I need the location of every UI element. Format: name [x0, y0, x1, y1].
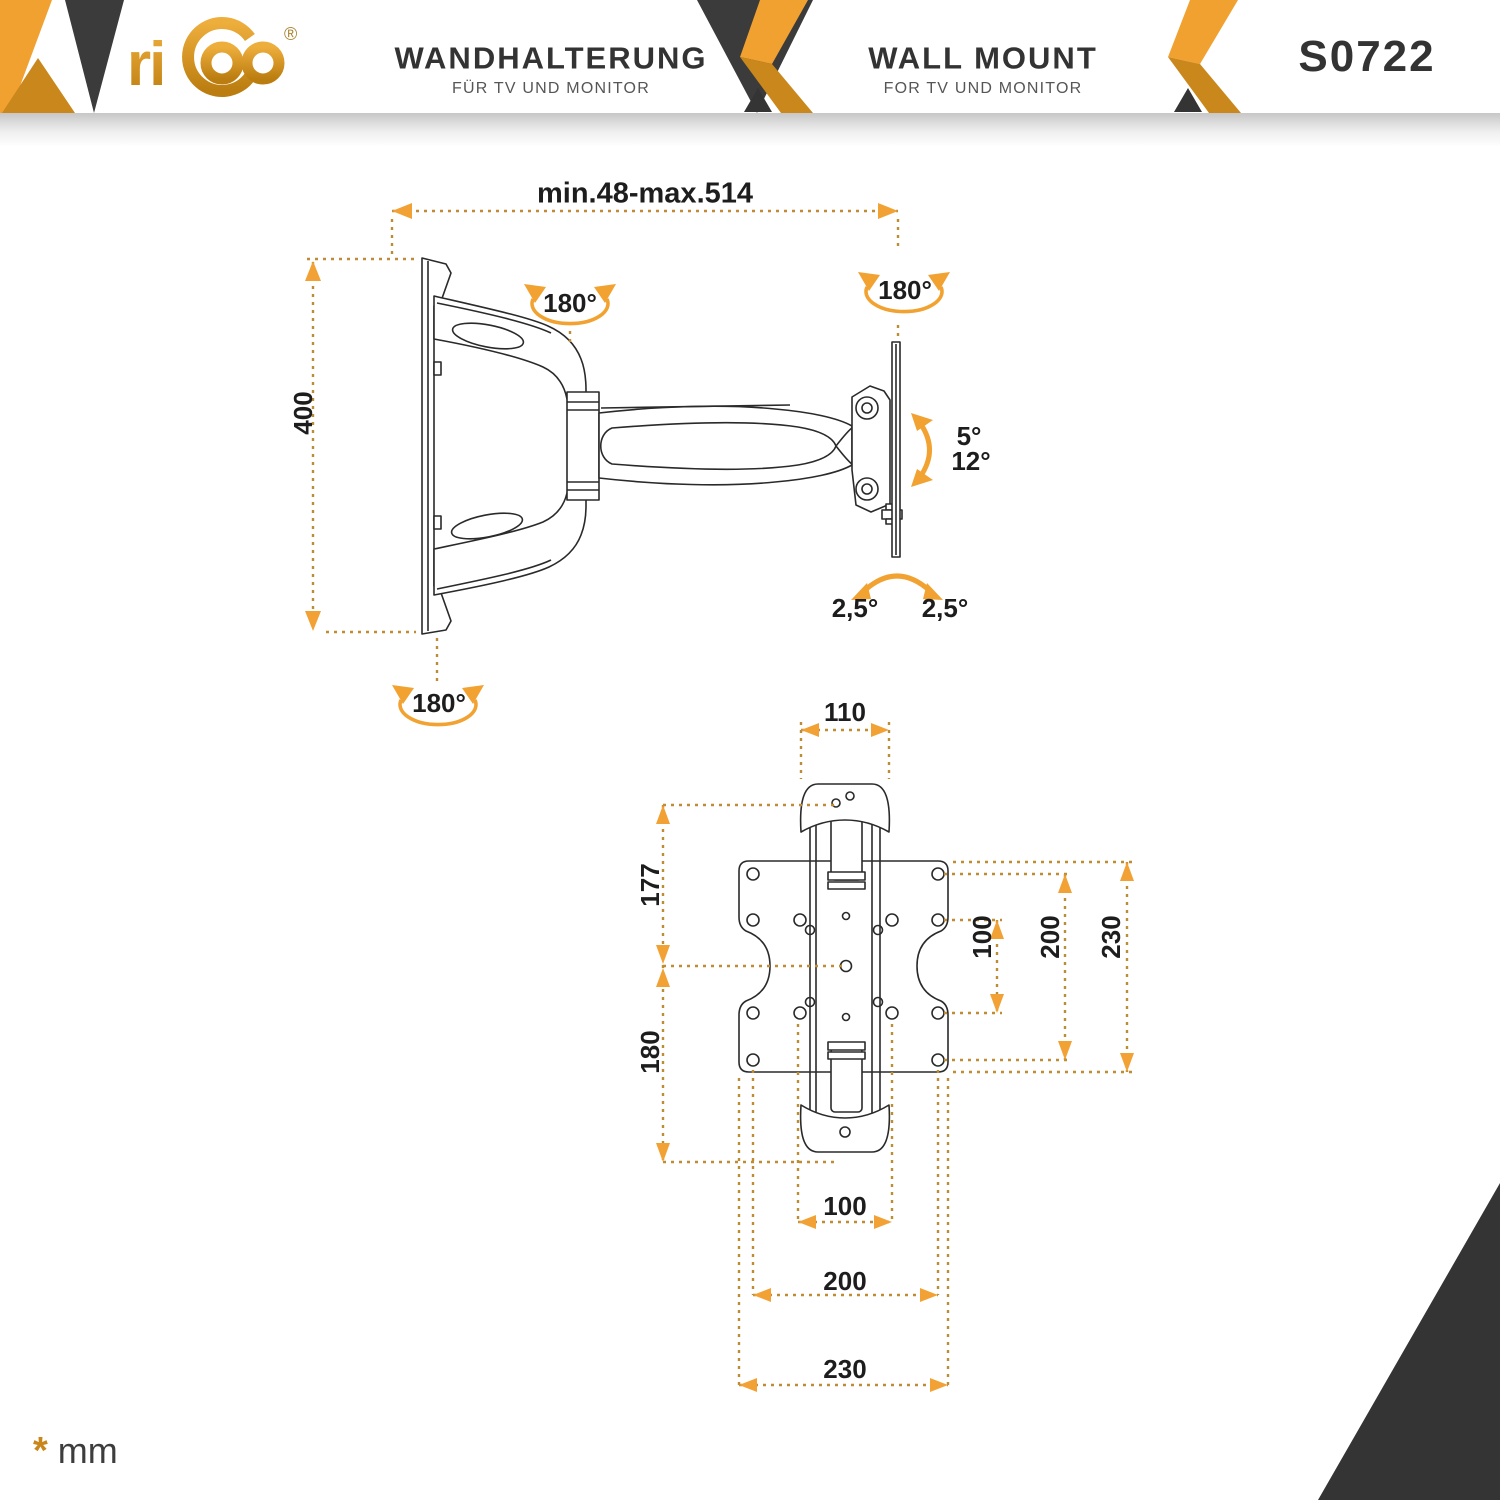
- vesa-plate: [738, 860, 949, 1073]
- header-subtitle-en: FOR TV UND MONITOR: [883, 80, 1083, 97]
- dim-bottom-100: 100: [823, 1191, 867, 1221]
- dim-top-110: 110: [824, 697, 866, 727]
- bottom-cap: [799, 1104, 891, 1153]
- front-view-drawing: [738, 783, 949, 1153]
- header-subtitle-de: FÜR TV UND MONITOR: [452, 80, 650, 97]
- angle-swivel-elbow: 180°: [543, 288, 597, 318]
- ricoo-logo: ri ®: [127, 17, 297, 99]
- angle-rotate-left: 2,5°: [831, 593, 879, 623]
- logo-o1: [200, 41, 244, 85]
- header-shadow: [0, 113, 1500, 147]
- vesa-holes: [746, 867, 945, 1067]
- dim-height-400: 400: [288, 391, 318, 435]
- unit-label: mm: [57, 1430, 118, 1471]
- top-cap: [799, 783, 891, 833]
- dim-extension-range: min.48-max.514: [536, 177, 754, 210]
- angle-arrows: [398, 286, 944, 727]
- logo-o2: [241, 41, 285, 85]
- model-number: S0722: [1298, 32, 1436, 81]
- dimension-arrowheads: [305, 203, 1134, 1392]
- asterisk-icon: *: [33, 1430, 48, 1472]
- angle-swivel-wall: 180°: [412, 688, 466, 718]
- header-title-en: WALL MOUNT: [868, 40, 1098, 76]
- side-view-drawing: [421, 257, 903, 635]
- angle-swivel-tv: 180°: [878, 275, 932, 305]
- corner-triangle: [1318, 1183, 1500, 1500]
- logo-reg-icon: ®: [284, 24, 297, 44]
- dimension-lines: [307, 209, 1132, 1387]
- dim-left-177: 177: [635, 863, 665, 907]
- dim-right-200: 200: [1035, 915, 1065, 959]
- logo-text: ri: [127, 30, 164, 99]
- header-title-de: WANDHALTERUNG: [394, 40, 708, 76]
- dim-bottom-230: 230: [823, 1354, 867, 1384]
- angle-rotate-right: 2,5°: [921, 593, 969, 623]
- dim-bottom-200: 200: [823, 1266, 867, 1296]
- dim-right-100: 100: [967, 915, 997, 959]
- angle-arrowheads: [392, 272, 950, 704]
- unit-note: * mm: [33, 1430, 118, 1473]
- angle-tilt-up: 5°: [956, 421, 982, 451]
- header-chevron-1: [697, 0, 813, 113]
- header-left-triangles: [0, 0, 124, 113]
- header-chevron-2: [1168, 0, 1241, 113]
- angle-tilt-down: 12°: [951, 446, 991, 476]
- logo-c-ring: [182, 17, 255, 97]
- dim-left-180: 180: [635, 1030, 665, 1074]
- center-column: [809, 798, 881, 1140]
- dim-right-230: 230: [1096, 915, 1126, 959]
